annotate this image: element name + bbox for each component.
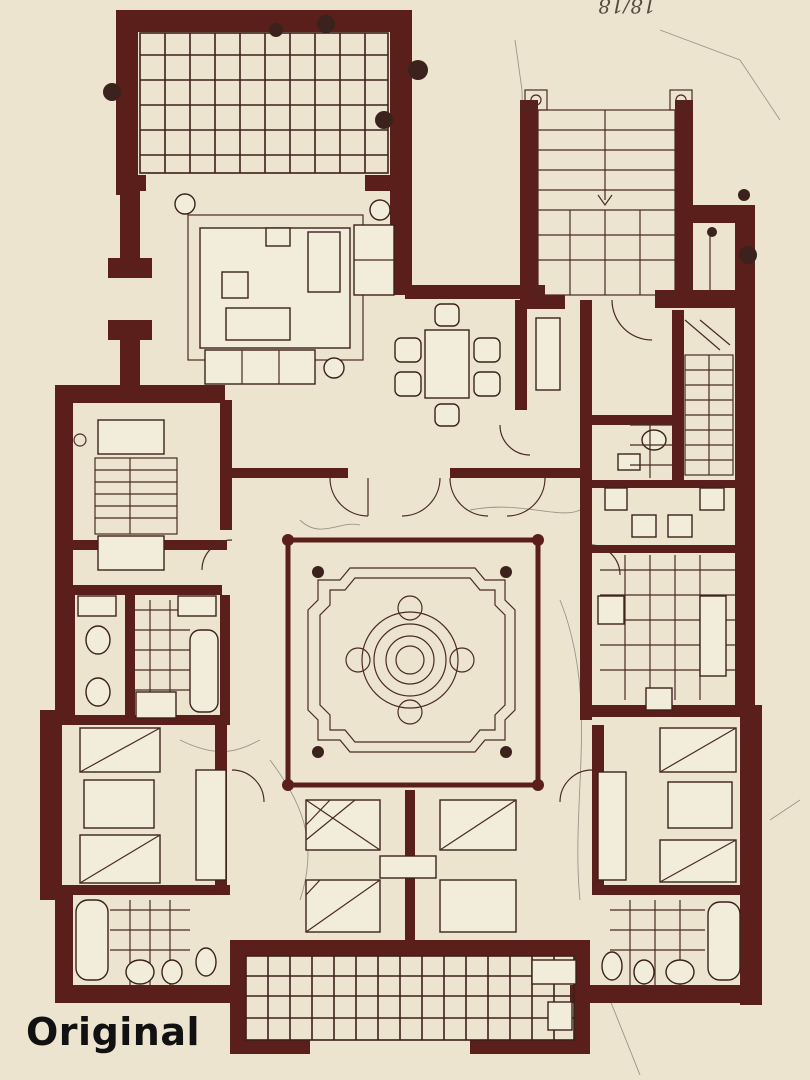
living-room [174, 193, 395, 385]
image-caption: Original [26, 1010, 201, 1054]
wc-right [617, 424, 672, 478]
bathroom-bottom-right [531, 900, 741, 1031]
walls [40, 10, 762, 1054]
courtyard-plants [312, 566, 512, 758]
kitchen [597, 487, 735, 711]
bedroom-lower-left [79, 727, 227, 884]
bathroom-bottom-left [75, 899, 217, 985]
plant-icons [103, 15, 757, 264]
pergola-bottom [245, 955, 575, 1041]
central-courtyard [282, 534, 544, 791]
pencil-sketch-lines [179, 29, 801, 1076]
handwritten-note: 18/18 [598, 0, 656, 18]
door-swings [201, 299, 653, 803]
pergola-top [139, 32, 389, 174]
stair-top-right [524, 89, 711, 296]
bedroom-right [597, 727, 737, 883]
center-lower-rooms [305, 799, 517, 933]
stair-right [684, 319, 734, 476]
dining-table [394, 303, 561, 427]
bedroom-upper-left [73, 419, 178, 571]
bathroom-left [77, 595, 219, 719]
